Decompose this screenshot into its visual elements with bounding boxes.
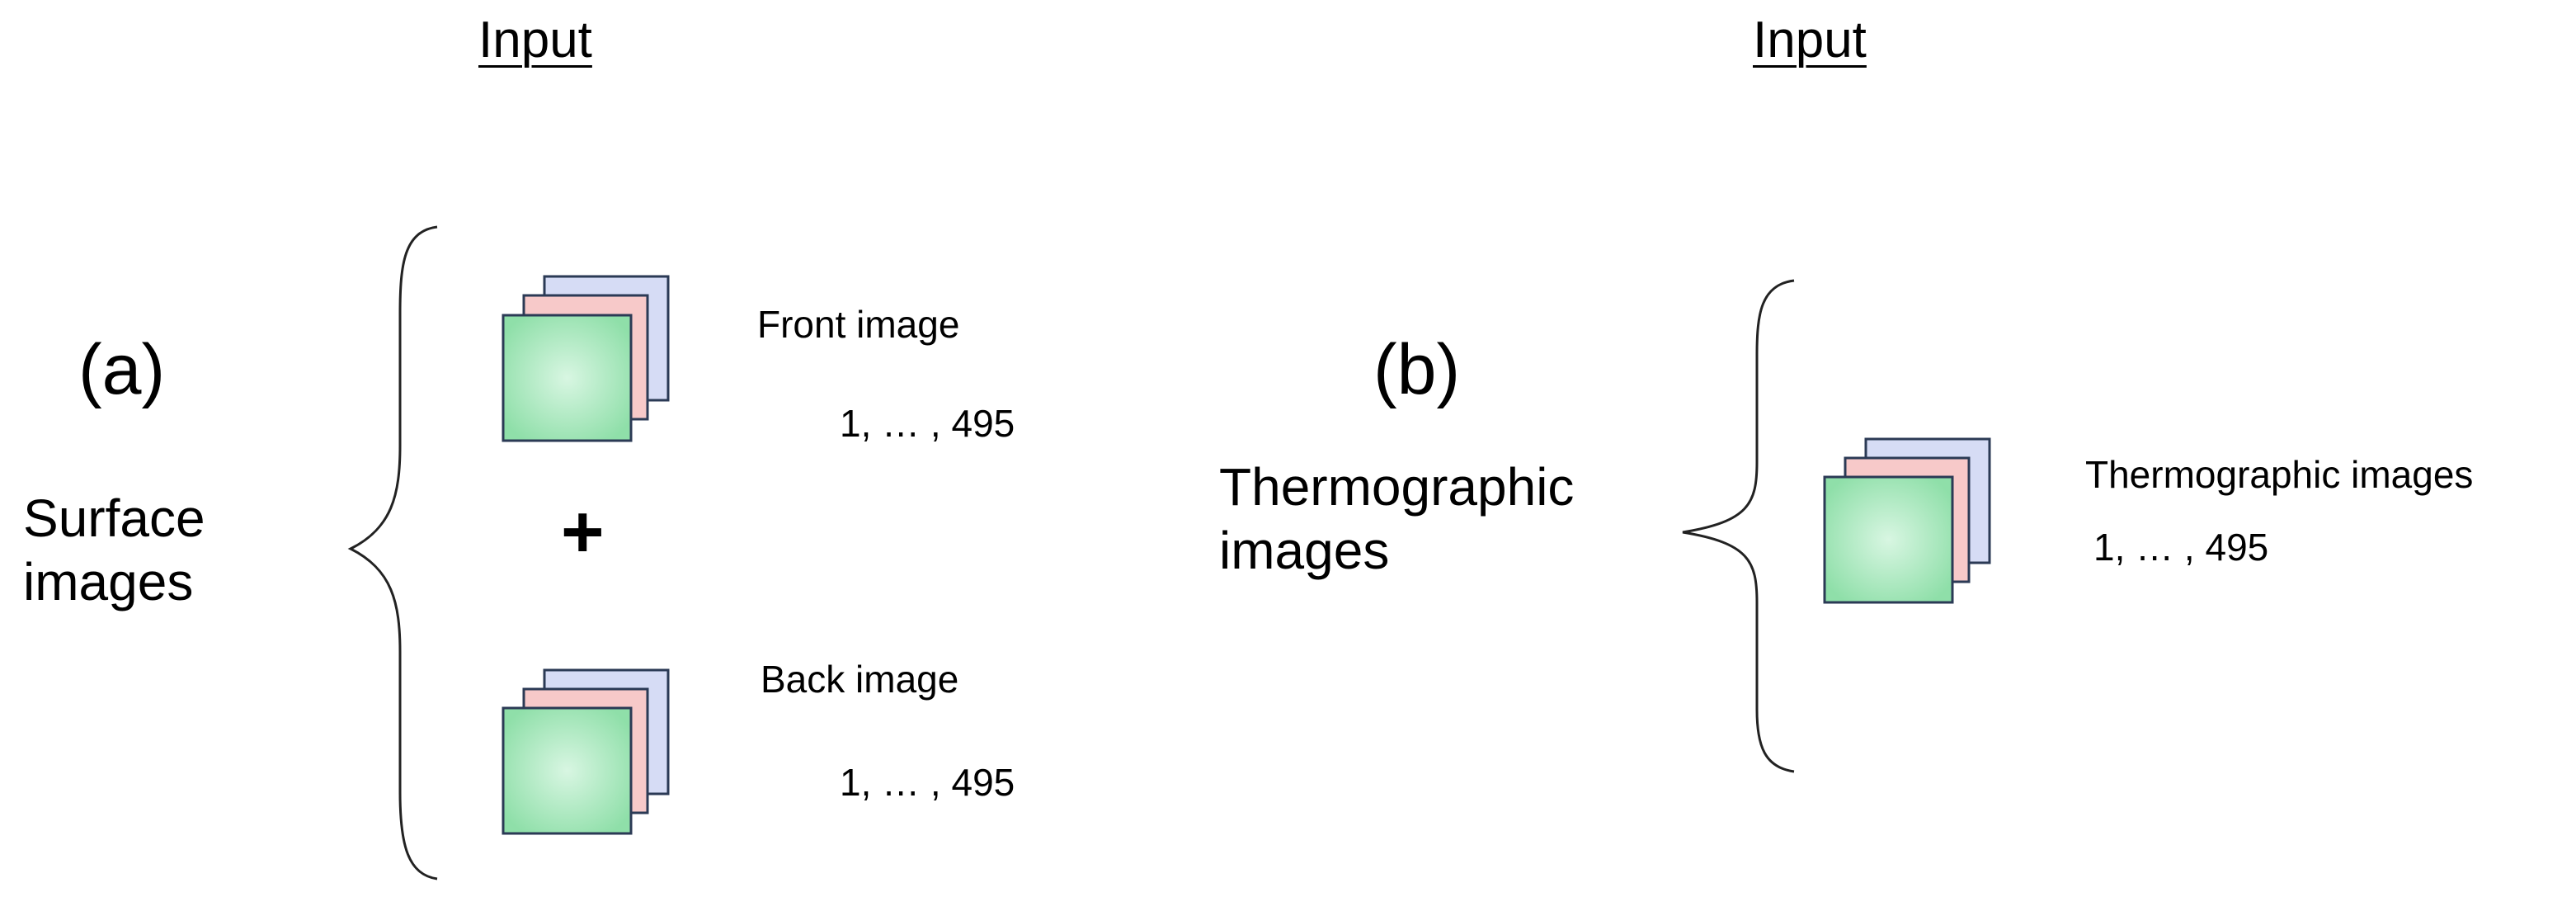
thermographic-image-stack-icon <box>1823 437 1991 604</box>
thermographic-images-caption: Thermographic images <box>2085 453 2474 496</box>
back-image-range: 1, … , 495 <box>840 761 1015 804</box>
panel-b-label: (b) <box>1373 330 1461 409</box>
panel-b-title: Input <box>1753 12 1867 68</box>
panel-a-label: (a) <box>78 330 166 409</box>
plus-operator: + <box>561 491 605 574</box>
front-image-caption: Front image <box>757 303 960 346</box>
front-image-stack-icon <box>502 275 670 442</box>
brace-a <box>347 225 438 880</box>
back-image-stack-icon <box>502 668 670 835</box>
panel-b-group-label: Thermographic images <box>1219 457 1575 580</box>
front-image-range: 1, … , 495 <box>840 402 1015 445</box>
back-image-caption: Back image <box>761 658 959 701</box>
panel-a-group-label: Surface images <box>23 489 205 611</box>
panel-a-title: Input <box>478 12 592 68</box>
thermographic-images-range: 1, … , 495 <box>2093 526 2269 569</box>
brace-b <box>1682 279 1795 773</box>
